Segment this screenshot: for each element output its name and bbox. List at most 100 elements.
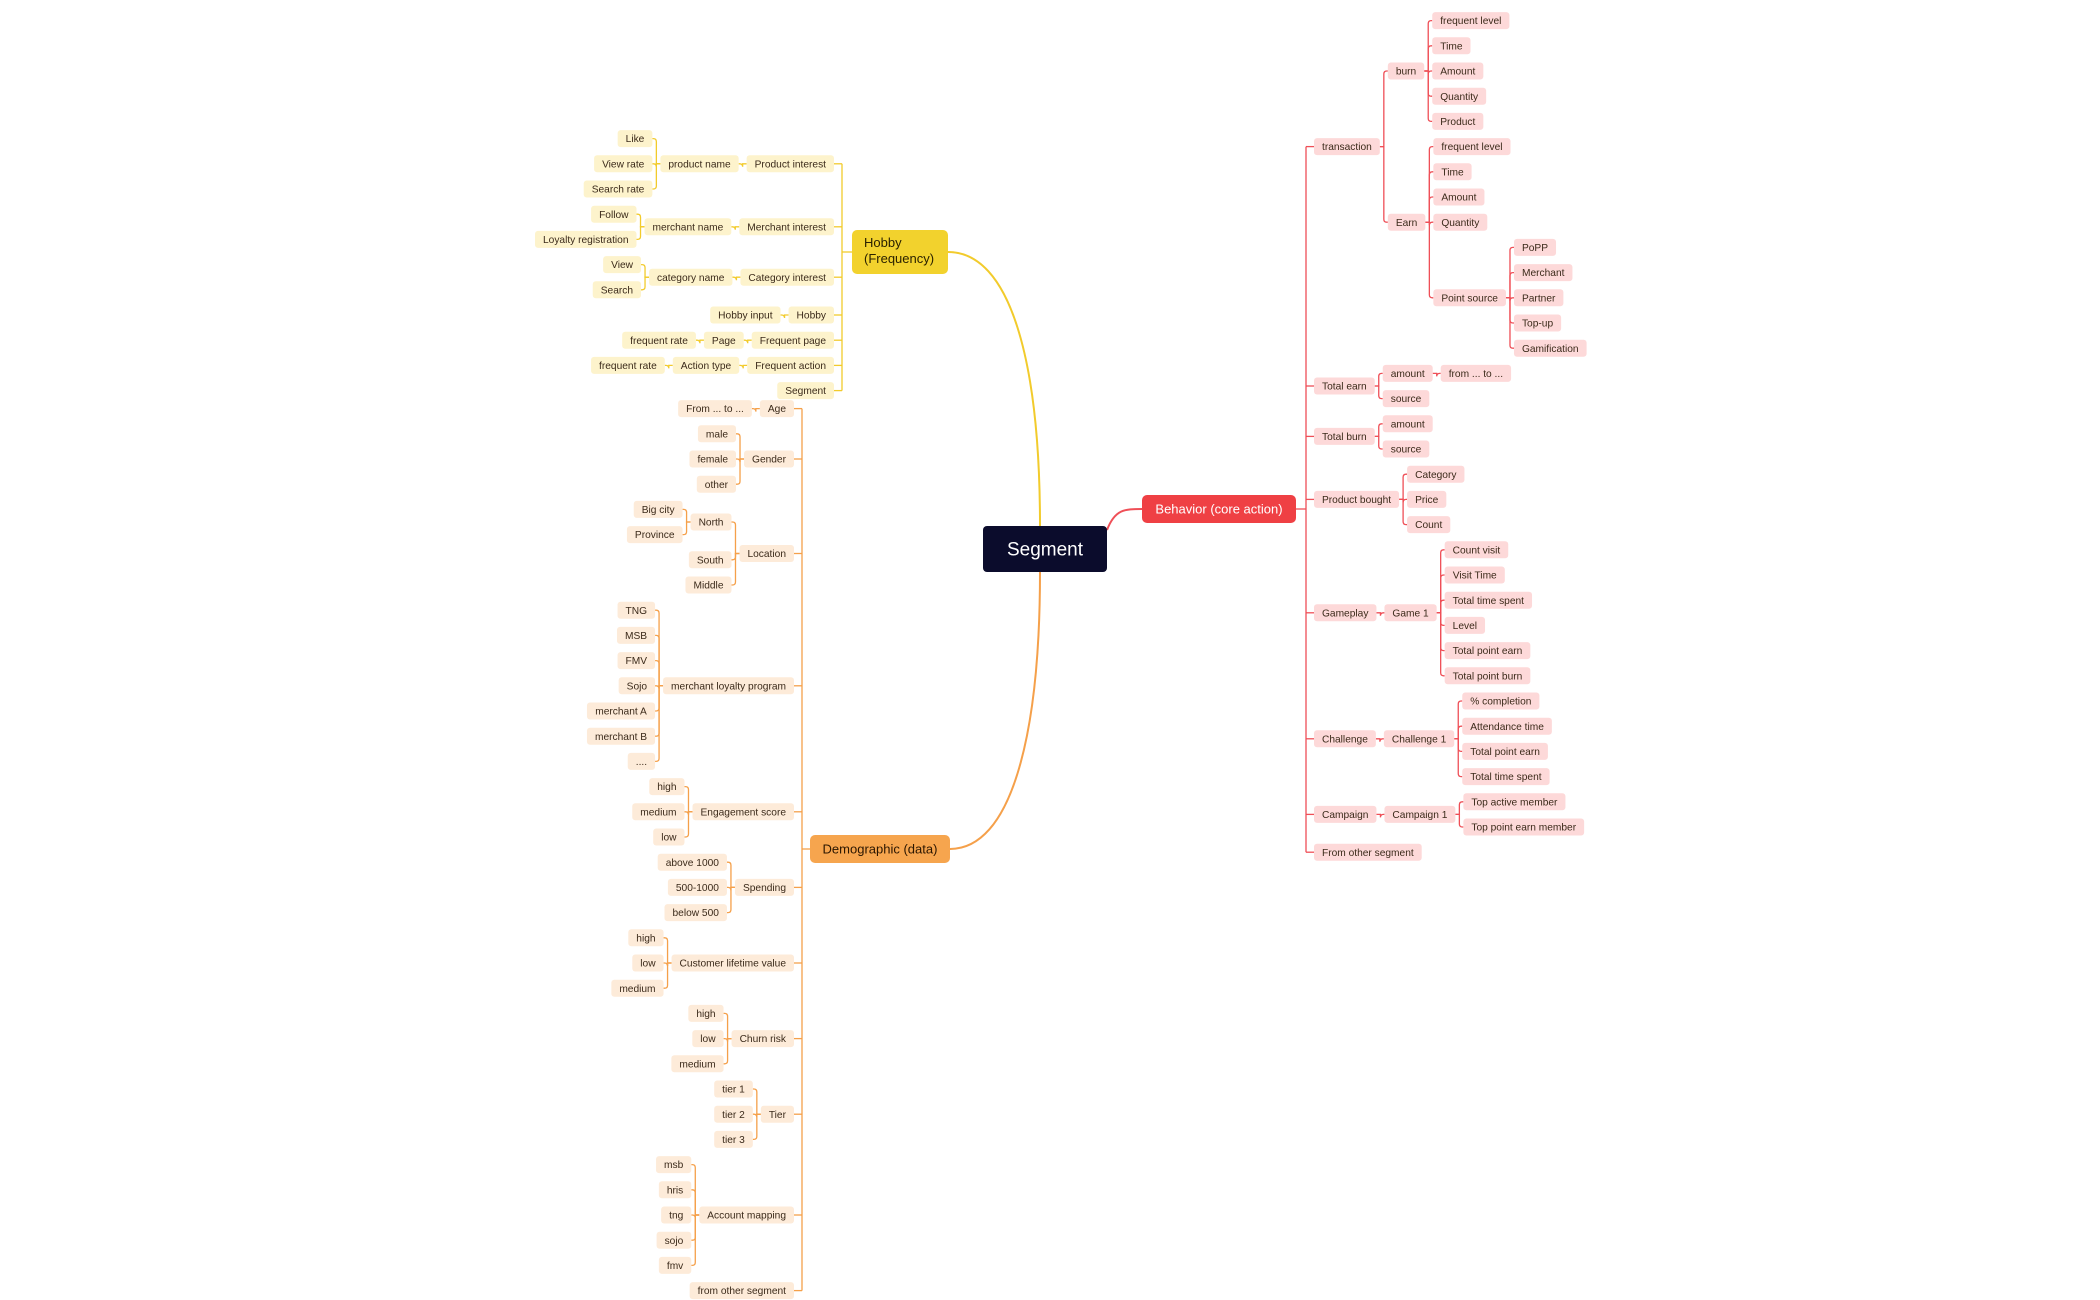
node-demographic-churn-risk[interactable]: Churn risk: [731, 1030, 794, 1048]
node-behavior-challenge[interactable]: Challenge: [1314, 730, 1376, 748]
node-demographic-high[interactable]: high: [688, 1004, 724, 1022]
root-node[interactable]: Segment: [983, 526, 1107, 572]
node-behavior-total-point-earn[interactable]: Total point earn: [1444, 642, 1531, 660]
node-hobby-product-interest[interactable]: Product interest: [746, 155, 834, 173]
node-behavior-total-point-earn[interactable]: Total point earn: [1462, 742, 1548, 760]
node-demographic-low[interactable]: low: [653, 828, 685, 846]
node-hobby-follow[interactable]: Follow: [591, 205, 637, 223]
node-behavior-quantity[interactable]: Quantity: [1432, 87, 1487, 105]
node-demographic-from-to[interactable]: From ... to ...: [678, 400, 752, 418]
node-behavior-amount[interactable]: Amount: [1433, 188, 1485, 206]
node-demographic-tier-3[interactable]: tier 3: [714, 1130, 753, 1148]
node-hobby-like[interactable]: Like: [617, 130, 653, 148]
node-behavior-price[interactable]: Price: [1407, 490, 1447, 508]
node-behavior-amount[interactable]: amount: [1382, 364, 1433, 382]
node-behavior-campaign[interactable]: Campaign: [1314, 805, 1377, 823]
node-hobby-frequent-rate[interactable]: frequent rate: [622, 331, 696, 349]
node-demographic-tng[interactable]: TNG: [617, 601, 656, 619]
node-behavior-total-point-burn[interactable]: Total point burn: [1444, 667, 1531, 685]
node-demographic-above-1000[interactable]: above 1000: [657, 853, 727, 871]
node-hobby-hobby[interactable]: Hobby: [788, 306, 834, 324]
node-hobby-merchant-interest[interactable]: Merchant interest: [739, 218, 834, 236]
demographic-main-topic[interactable]: Demographic (data): [810, 835, 950, 863]
behavior-main-topic[interactable]: Behavior (core action): [1142, 495, 1296, 523]
node-behavior-amount[interactable]: Amount: [1432, 62, 1484, 80]
node-demographic-hris[interactable]: hris: [658, 1181, 692, 1199]
node-behavior-total-time-spent[interactable]: Total time spent: [1462, 768, 1550, 786]
node-hobby-hobby-input[interactable]: Hobby input: [710, 306, 781, 324]
node-behavior-burn[interactable]: burn: [1387, 62, 1425, 80]
node-demographic-medium[interactable]: medium: [632, 803, 685, 821]
node-hobby-segment[interactable]: Segment: [777, 382, 834, 400]
node-hobby-category-name[interactable]: category name: [649, 268, 733, 286]
node-behavior-product-bought[interactable]: Product bought: [1314, 490, 1400, 508]
node-demographic-below-500[interactable]: below 500: [664, 904, 727, 922]
node-behavior-attendance-time[interactable]: Attendance time: [1462, 717, 1552, 735]
node-demographic-other[interactable]: other: [696, 475, 737, 493]
hobby-main-topic[interactable]: Hobby(Frequency): [852, 230, 948, 274]
node-behavior-product[interactable]: Product: [1432, 112, 1484, 130]
node-hobby-frequent-rate[interactable]: frequent rate: [591, 356, 665, 374]
node-behavior-challenge-1[interactable]: Challenge 1: [1383, 730, 1455, 748]
node-demographic-female[interactable]: female: [689, 450, 737, 468]
node-behavior-top-up[interactable]: Top-up: [1513, 314, 1562, 332]
node-behavior-transaction[interactable]: transaction: [1314, 138, 1380, 156]
node-demographic-msb[interactable]: MSB: [616, 626, 656, 644]
node-behavior-completion[interactable]: % completion: [1462, 692, 1540, 710]
node-behavior-from-other-segment[interactable]: From other segment: [1314, 843, 1422, 861]
node-demographic-high[interactable]: high: [649, 778, 685, 796]
node-behavior-frequent-level[interactable]: frequent level: [1432, 12, 1510, 30]
node-demographic-gender[interactable]: Gender: [744, 450, 794, 468]
node-demographic-fmv[interactable]: FMV: [617, 652, 656, 670]
node-demographic-spending[interactable]: Spending: [734, 878, 794, 896]
node-demographic-tng[interactable]: tng: [661, 1206, 692, 1224]
node-hobby-loyalty-registration[interactable]: Loyalty registration: [535, 230, 637, 248]
node-behavior-source[interactable]: source: [1382, 440, 1430, 458]
node-behavior-category[interactable]: Category: [1407, 465, 1465, 483]
node-behavior-count[interactable]: Count: [1407, 516, 1451, 534]
node-behavior-level[interactable]: Level: [1444, 616, 1486, 634]
node-demographic-low[interactable]: low: [692, 1030, 724, 1048]
node-demographic-location[interactable]: Location: [739, 545, 794, 562]
node-demographic-merchant-loyalty-program[interactable]: merchant loyalty program: [663, 677, 794, 695]
node-behavior-game-1[interactable]: Game 1: [1384, 604, 1437, 622]
node-demographic-from-other-segment[interactable]: from other segment: [689, 1282, 794, 1300]
node-behavior-amount[interactable]: amount: [1382, 415, 1433, 433]
node-behavior-total-earn[interactable]: Total earn: [1314, 377, 1375, 395]
node-behavior-gamification[interactable]: Gamification: [1513, 339, 1587, 357]
node-demographic-merchant-b[interactable]: merchant B: [586, 727, 656, 745]
node-behavior-total-time-spent[interactable]: Total time spent: [1444, 591, 1533, 609]
node-behavior-source[interactable]: source: [1382, 390, 1430, 408]
node-demographic-customer-lifetime-value[interactable]: Customer lifetime value: [671, 954, 794, 972]
node-hobby-merchant-name[interactable]: merchant name: [644, 218, 732, 236]
node-behavior-campaign-1[interactable]: Campaign 1: [1384, 805, 1456, 823]
node-demographic-low[interactable]: low: [632, 954, 664, 972]
node-behavior-count-visit[interactable]: Count visit: [1444, 541, 1509, 559]
node-behavior-partner[interactable]: Partner: [1513, 289, 1564, 307]
node-behavior-quantity[interactable]: Quantity: [1433, 213, 1488, 231]
node-hobby-search-rate[interactable]: Search rate: [583, 180, 653, 198]
node-behavior-time[interactable]: Time: [1432, 37, 1471, 55]
node-demographic-north[interactable]: North: [690, 513, 732, 531]
node-behavior-top-point-earn-member[interactable]: Top point earn member: [1463, 818, 1585, 836]
node-demographic-tier[interactable]: Tier: [760, 1105, 794, 1123]
node-demographic-medium[interactable]: medium: [611, 979, 664, 997]
node-behavior-frequent-level[interactable]: frequent level: [1433, 138, 1511, 156]
node-behavior-from-to[interactable]: from ... to ...: [1440, 364, 1512, 382]
node-demographic-sojo[interactable]: Sojo: [618, 677, 656, 695]
node-demographic-middle[interactable]: Middle: [685, 576, 732, 594]
node-behavior-top-active-member[interactable]: Top active member: [1463, 793, 1566, 811]
node-hobby-action-type[interactable]: Action type: [672, 356, 740, 374]
node-demographic-age[interactable]: Age: [759, 400, 794, 418]
node-behavior-total-burn[interactable]: Total burn: [1314, 427, 1375, 445]
node-demographic-500-1000[interactable]: 500-1000: [667, 878, 727, 896]
node-demographic-account-mapping[interactable]: Account mapping: [699, 1206, 794, 1224]
node-hobby-frequent-page[interactable]: Frequent page: [751, 331, 834, 349]
node-demographic-fmv[interactable]: fmv: [658, 1256, 692, 1274]
node-hobby-frequent-action[interactable]: Frequent action: [747, 356, 834, 374]
node-hobby-view-rate[interactable]: View rate: [594, 155, 653, 173]
node-demographic-high[interactable]: high: [628, 929, 664, 947]
node-demographic-msb[interactable]: msb: [656, 1156, 692, 1174]
node-demographic-node[interactable]: ....: [627, 752, 656, 770]
node-demographic-province[interactable]: Province: [626, 526, 683, 544]
